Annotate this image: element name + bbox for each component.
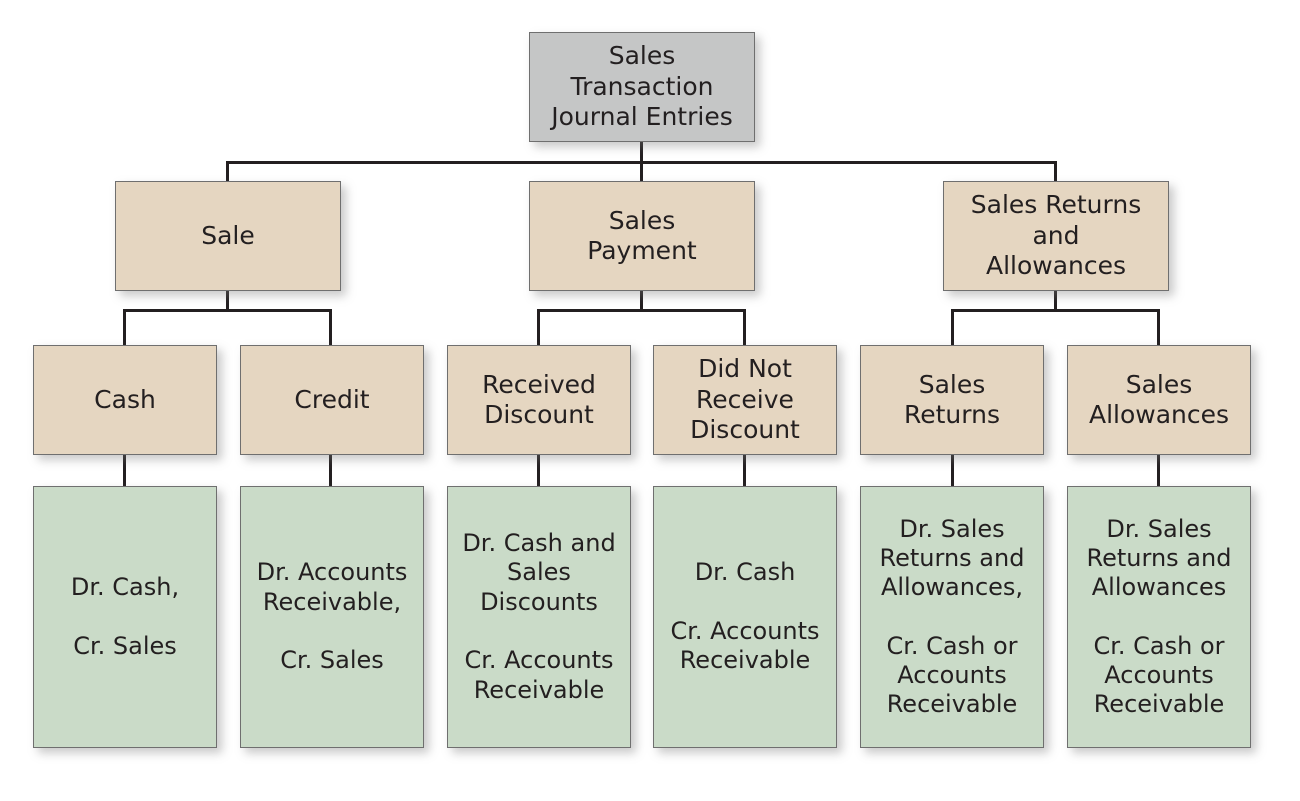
node-sub-cash-label: Cash <box>94 384 156 414</box>
node-entry-received-discount[interactable]: Dr. Cash and Sales Discounts Cr. Account… <box>447 486 631 748</box>
connector-to-branch-1 <box>226 161 229 183</box>
node-sub-credit[interactable]: Credit <box>240 345 424 455</box>
connector-sub-3-to-entry <box>537 454 540 486</box>
connector-to-branch-2 <box>640 161 643 183</box>
node-root-sales-transaction-journal-entries[interactable]: Sales Transaction Journal Entries <box>529 32 755 142</box>
node-sub-received-discount[interactable]: Received Discount <box>447 345 631 455</box>
node-sub-credit-label: Credit <box>294 384 370 414</box>
node-branch-sale[interactable]: Sale <box>115 181 341 291</box>
connector-sub-6-to-entry <box>1157 454 1160 486</box>
connector-to-sub-sales-returns <box>951 309 954 347</box>
node-entry-credit-sale[interactable]: Dr. Accounts Receivable, Cr. Sales <box>240 486 424 748</box>
connector-branch-2-stem <box>640 291 643 311</box>
node-sub-received-discount-label: Received Discount <box>482 369 596 430</box>
connector-to-sub-credit <box>329 309 332 347</box>
node-entry-sales-allowances-label: Dr. Sales Returns and Allowances Cr. Cas… <box>1086 514 1232 719</box>
connector-branch-2-bus <box>537 309 746 312</box>
node-sub-cash[interactable]: Cash <box>33 345 217 455</box>
node-branch-sales-returns-and-allowances[interactable]: Sales Returns and Allowances <box>943 181 1169 291</box>
node-sub-sales-allowances[interactable]: Sales Allowances <box>1067 345 1251 455</box>
connector-to-sub-did-not-receive-discount <box>743 309 746 347</box>
node-entry-did-not-receive-discount[interactable]: Dr. Cash Cr. Accounts Receivable <box>653 486 837 748</box>
node-entry-received-discount-label: Dr. Cash and Sales Discounts Cr. Account… <box>462 529 616 704</box>
node-sub-did-not-receive-discount-label: Did Not Receive Discount <box>690 354 800 445</box>
connector-branch-3-bus <box>951 309 1160 312</box>
connector-to-branch-3 <box>1054 161 1057 183</box>
connector-root-stem <box>640 140 643 164</box>
node-branch-sale-label: Sale <box>201 220 255 250</box>
node-branch-sales-payment-label: Sales Payment <box>587 205 697 266</box>
node-entry-cash-sale[interactable]: Dr. Cash, Cr. Sales <box>33 486 217 748</box>
connector-sub-5-to-entry <box>951 454 954 486</box>
node-entry-did-not-receive-discount-label: Dr. Cash Cr. Accounts Receivable <box>670 558 820 675</box>
connector-branch-3-stem <box>1054 291 1057 311</box>
node-branch-sales-payment[interactable]: Sales Payment <box>529 181 755 291</box>
node-sub-sales-allowances-label: Sales Allowances <box>1088 369 1230 430</box>
connector-branch-1-bus <box>123 309 332 312</box>
node-branch-sales-returns-and-allowances-label: Sales Returns and Allowances <box>970 190 1142 281</box>
connector-sub-1-to-entry <box>123 454 126 486</box>
node-root-label: Sales Transaction Journal Entries <box>551 41 733 132</box>
connector-sub-2-to-entry <box>329 454 332 486</box>
node-sub-did-not-receive-discount[interactable]: Did Not Receive Discount <box>653 345 837 455</box>
connector-sub-4-to-entry <box>743 454 746 486</box>
node-sub-sales-returns-label: Sales Returns <box>904 369 1000 430</box>
node-entry-sales-allowances[interactable]: Dr. Sales Returns and Allowances Cr. Cas… <box>1067 486 1251 748</box>
node-entry-credit-sale-label: Dr. Accounts Receivable, Cr. Sales <box>256 558 408 675</box>
connector-to-sub-cash <box>123 309 126 347</box>
connector-to-sub-sales-allowances <box>1157 309 1160 347</box>
node-entry-cash-sale-label: Dr. Cash, Cr. Sales <box>70 573 180 660</box>
connector-branch-1-stem <box>226 291 229 311</box>
connector-to-sub-received-discount <box>537 309 540 347</box>
node-entry-sales-returns-label: Dr. Sales Returns and Allowances, Cr. Ca… <box>879 514 1025 719</box>
node-entry-sales-returns[interactable]: Dr. Sales Returns and Allowances, Cr. Ca… <box>860 486 1044 748</box>
node-sub-sales-returns[interactable]: Sales Returns <box>860 345 1044 455</box>
